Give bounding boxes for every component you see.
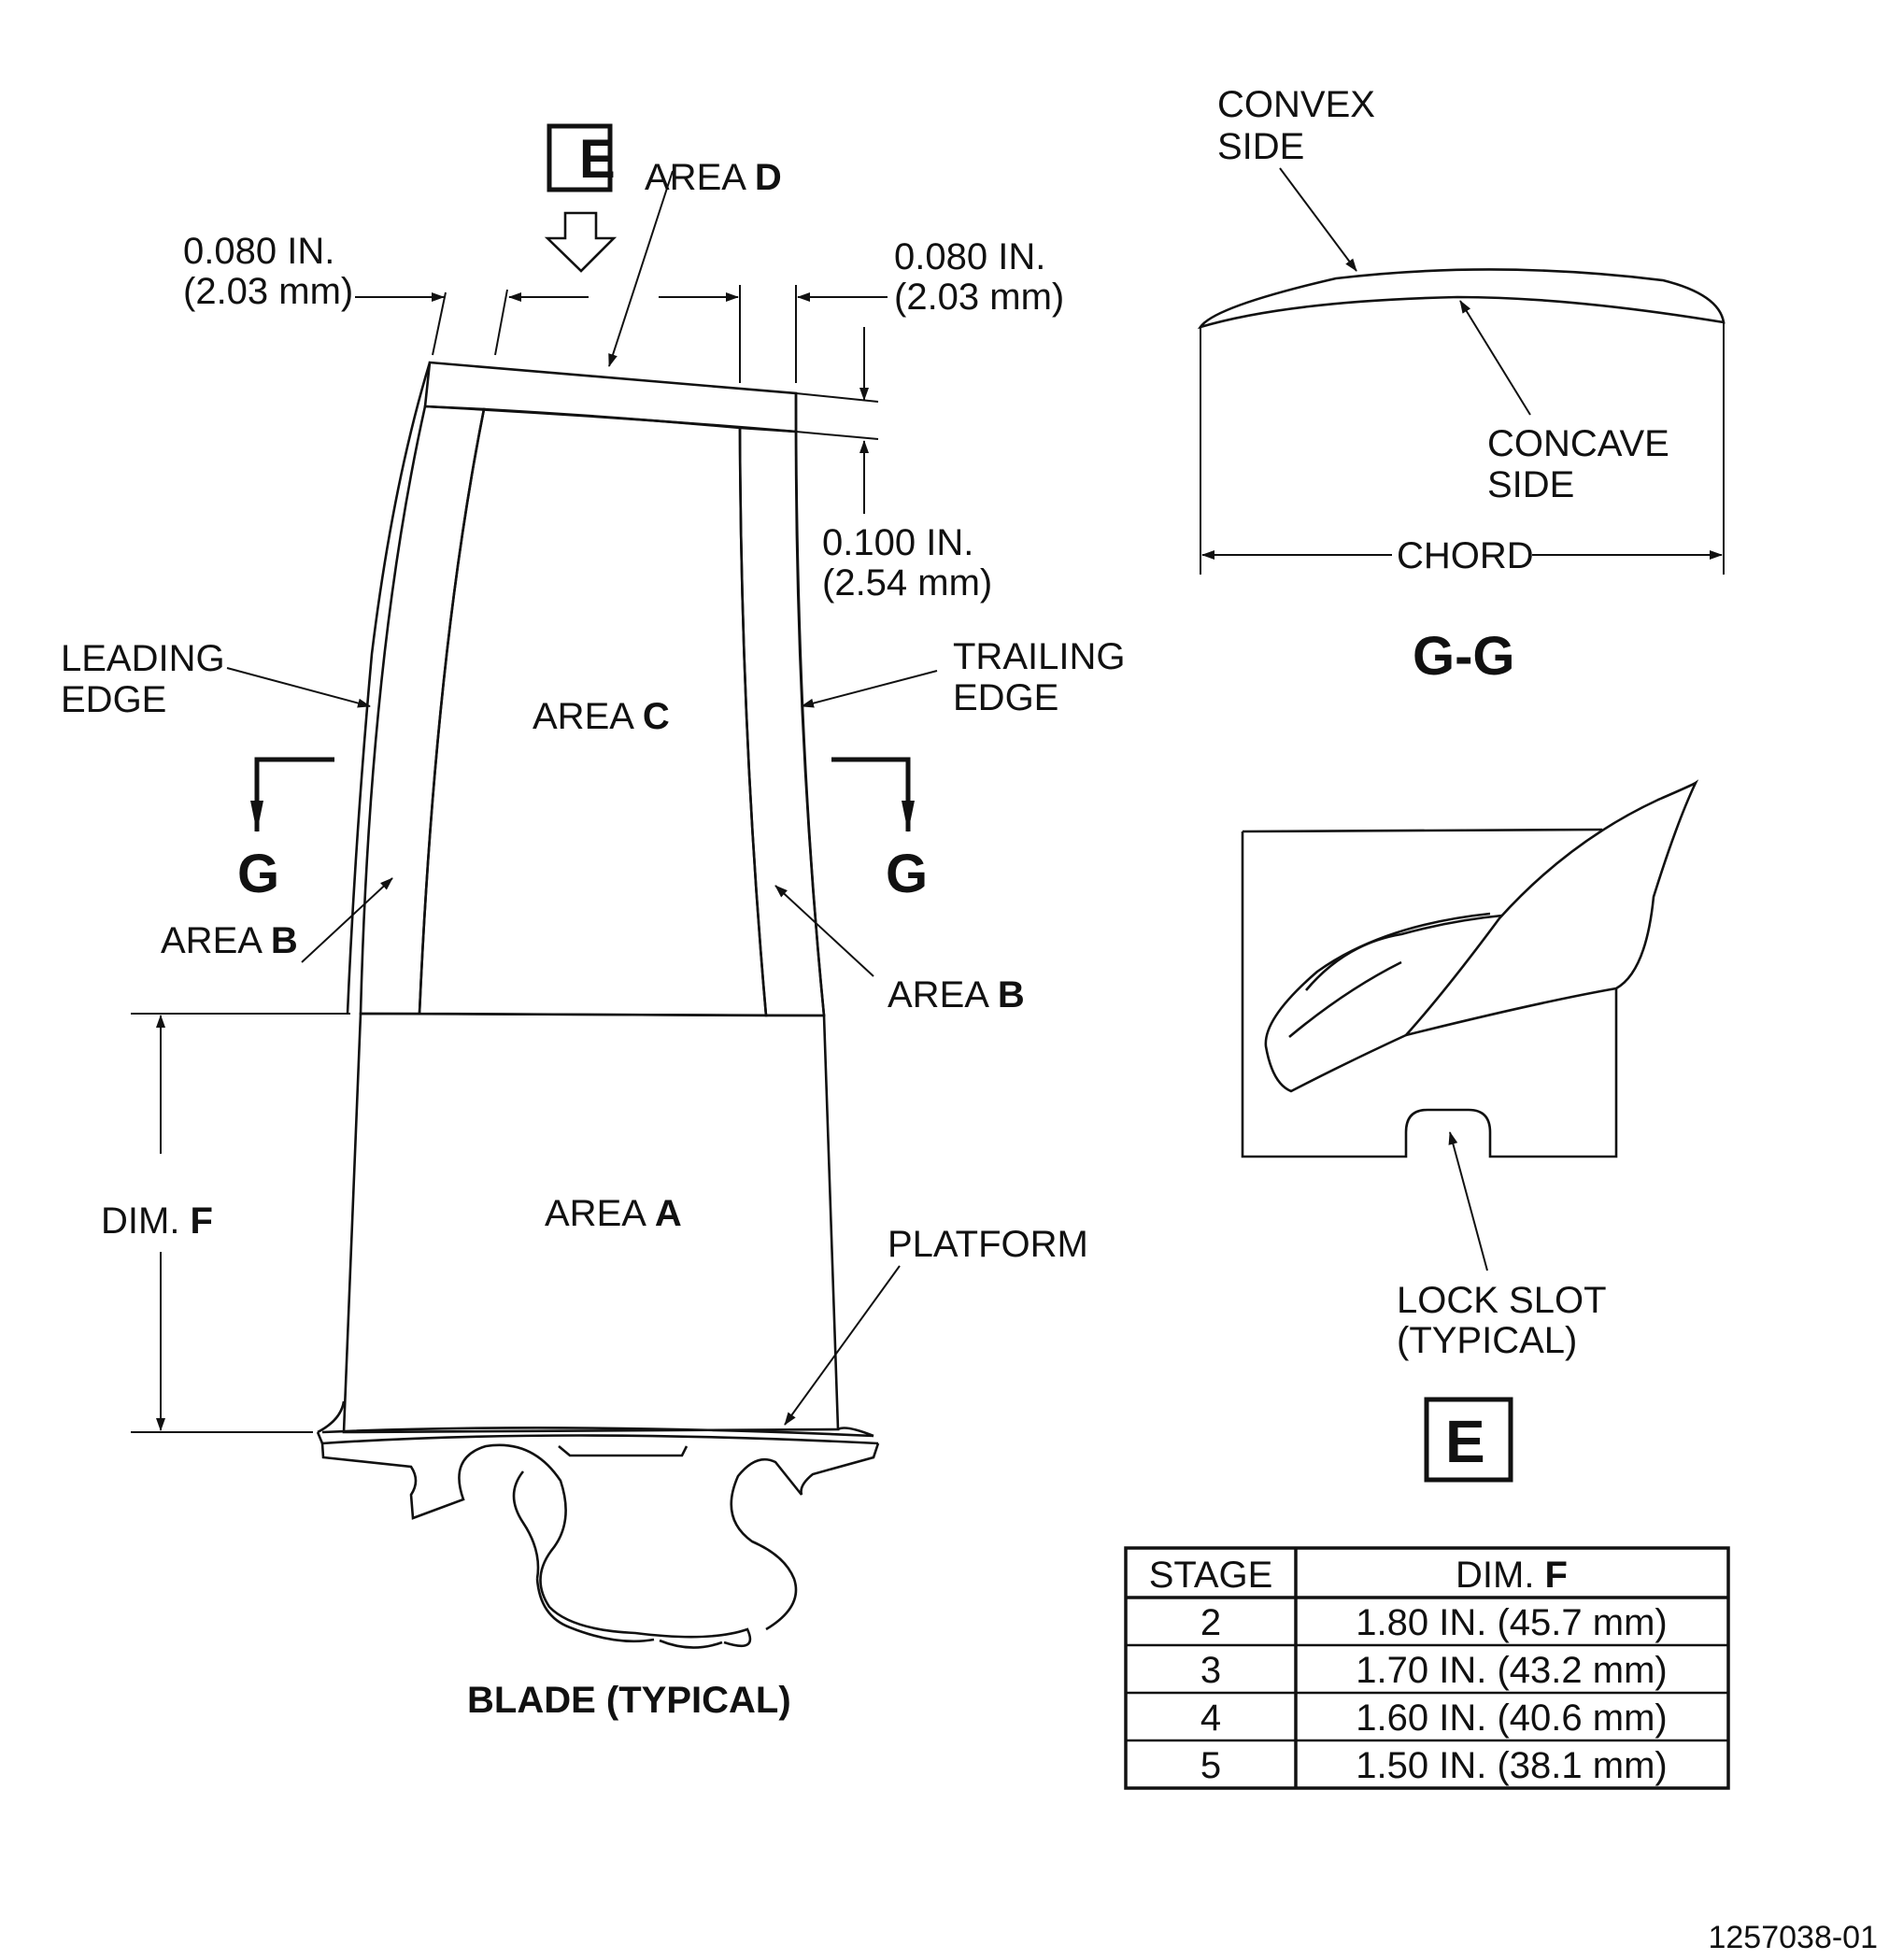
table-cell-dim: 1.70 IN. (43.2 mm) — [1356, 1650, 1667, 1691]
concave-side-label-line2: SIDE — [1487, 464, 1574, 505]
convex-side-label-line1: CONVEX — [1217, 84, 1375, 125]
section-g-left-label: G — [237, 844, 279, 904]
dim-tip-inches: 0.100 IN. — [822, 522, 973, 563]
platform-top-view — [1241, 828, 1618, 1158]
blade-view: E AREA D 0.080 IN. (2.03 mm) 0.080 IN. (… — [61, 123, 1125, 1721]
table-cell-stage: 4 — [1200, 1697, 1221, 1739]
lock-slot-label-line1: LOCK SLOT — [1397, 1280, 1607, 1321]
platform-outline — [316, 1427, 879, 1445]
convex-side-label-line2: SIDE — [1217, 126, 1304, 167]
view-e: LOCK SLOT (TYPICAL) E — [1241, 779, 1699, 1483]
area-c-label: AREA C — [533, 696, 670, 737]
dim-f-table: STAGE DIM. F 2 1.80 IN. (45.7 mm) 3 1.70… — [1124, 1546, 1730, 1790]
area-b-right-label: AREA B — [888, 974, 1025, 1016]
view-e-callout-box — [547, 123, 613, 192]
area-b-left-label: AREA B — [161, 920, 298, 961]
table-cell-stage: 2 — [1200, 1602, 1221, 1643]
table-header-stage: STAGE — [1149, 1555, 1273, 1596]
table-row: 3 1.70 IN. (43.2 mm) — [1200, 1650, 1668, 1691]
table-row: 4 1.60 IN. (40.6 mm) — [1200, 1697, 1668, 1739]
table-cell-stage: 5 — [1200, 1745, 1221, 1786]
dim-left-mm: (2.03 mm) — [183, 271, 353, 312]
view-e-title-box — [1424, 1397, 1513, 1483]
table-cell-dim: 1.80 IN. (45.7 mm) — [1356, 1602, 1667, 1643]
area-d-label: AREA D — [645, 157, 782, 198]
dim-tip-mm: (2.54 mm) — [822, 562, 992, 604]
leading-edge-label-line2: EDGE — [61, 679, 166, 720]
figure-number: 1257038-01 — [1708, 1920, 1878, 1955]
dim-left-inches: 0.080 IN. — [183, 231, 334, 272]
section-gg-view: CONVEX SIDE CONCAVE SIDE CHORD G-G — [1197, 84, 1726, 687]
area-b-left-region — [359, 405, 486, 1016]
leading-edge-label-line1: LEADING — [61, 638, 225, 679]
airfoil-perspective — [1402, 779, 1699, 1038]
airfoil-section — [1197, 268, 1726, 330]
section-gg-title: G-G — [1413, 626, 1515, 687]
dim-right-mm: (2.03 mm) — [894, 277, 1064, 318]
dim-right-inches: 0.080 IN. — [894, 236, 1045, 277]
area-a-label: AREA A — [545, 1193, 682, 1234]
trailing-edge-label-line2: EDGE — [953, 677, 1058, 718]
trailing-edge-label-line1: TRAILING — [953, 636, 1125, 677]
table-cell-stage: 3 — [1200, 1650, 1221, 1691]
dim-f-label: DIM. F — [101, 1200, 213, 1242]
table-cell-dim: 1.50 IN. (38.1 mm) — [1356, 1745, 1667, 1786]
table-row: 2 1.80 IN. (45.7 mm) — [1200, 1602, 1668, 1643]
lock-slot-label-line2: (TYPICAL) — [1397, 1320, 1577, 1361]
table-header-dim-f: DIM. F — [1456, 1555, 1568, 1596]
chord-label: CHORD — [1397, 535, 1534, 576]
section-g-right-label: G — [886, 844, 928, 904]
platform-label: PLATFORM — [888, 1224, 1088, 1265]
table-row: 5 1.50 IN. (38.1 mm) — [1200, 1745, 1668, 1786]
concave-side-label-line1: CONCAVE — [1487, 423, 1669, 464]
view-e-callout-label: E — [579, 129, 616, 190]
area-c-region — [418, 407, 768, 1017]
table-cell-dim: 1.60 IN. (40.6 mm) — [1356, 1697, 1667, 1739]
blade-root — [320, 1442, 880, 1647]
blade-caption: BLADE (TYPICAL) — [467, 1680, 791, 1721]
view-e-title: E — [1445, 1408, 1485, 1475]
area-b-right-region — [738, 426, 826, 1017]
